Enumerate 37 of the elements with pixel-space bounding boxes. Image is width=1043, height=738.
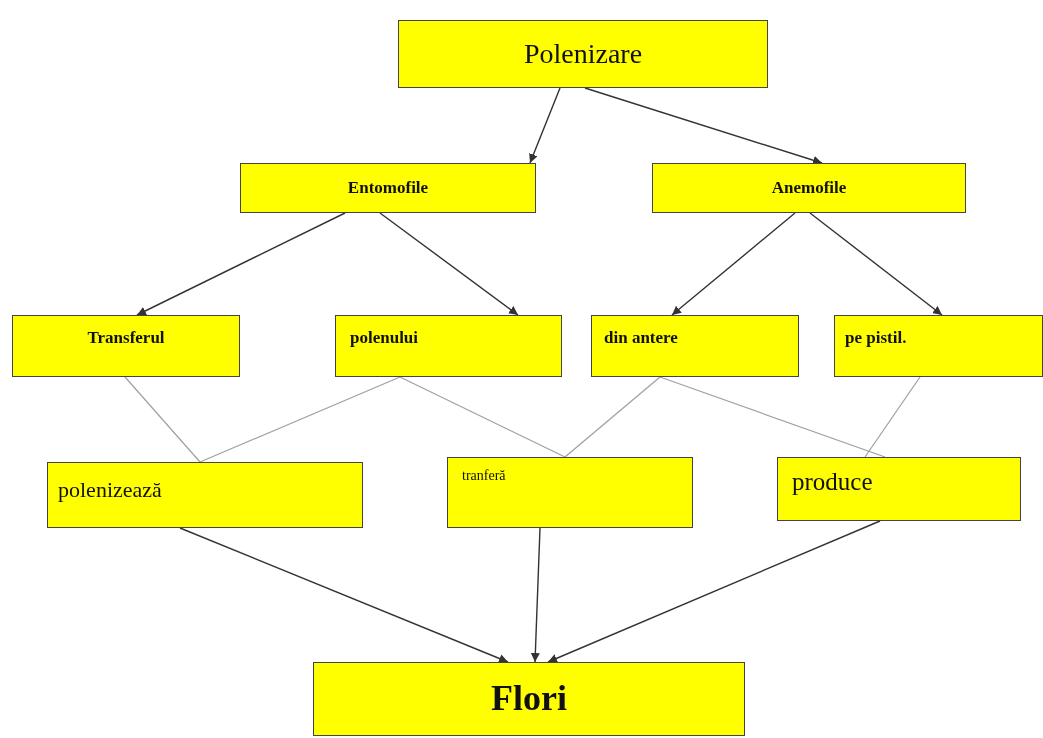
connector-line [199,376,401,463]
box-label: Entomofile [347,178,429,198]
box-label: polenizează [58,477,162,503]
connector-line [564,376,661,458]
concept-box [398,20,768,88]
arrow [379,212,519,316]
arrow [671,212,796,316]
concept-box [313,662,745,736]
concept-box [652,163,966,213]
arrow [179,527,509,663]
box-label: produce [792,468,873,497]
box-label: polenului [350,328,419,348]
concept-box [12,315,240,377]
arrow [547,520,881,663]
arrow [809,212,943,316]
connector-line [399,376,566,458]
connector-line [659,376,886,458]
concept-box [591,315,799,377]
connector-line [864,376,921,458]
box-label: tranferă [462,468,506,485]
concept-box [47,462,363,528]
concept-box [447,457,693,528]
connector-line [124,376,201,463]
box-label: Transferul [87,328,165,348]
arrow [136,212,346,316]
box-label: pe pistil. [845,328,907,348]
box-label: din antere [604,328,678,348]
box-label: Flori [491,678,567,720]
arrow [530,527,541,663]
arrow [584,87,823,165]
box-label: Anemofile [771,178,847,198]
concept-box [335,315,562,377]
concept-box [777,457,1021,521]
arrow [529,87,561,164]
concept-box [834,315,1043,377]
concept-box [240,163,536,213]
box-label: Polenizare [523,37,643,71]
